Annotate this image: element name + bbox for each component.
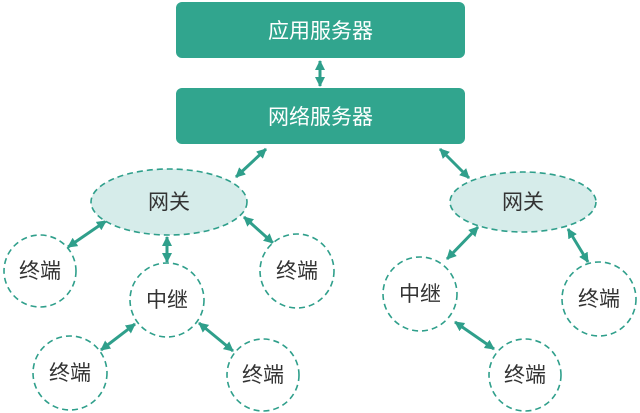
network-server-box [176,88,465,144]
network-server-label: 网络服务器 [268,105,373,129]
terminal-shape [226,338,300,412]
arrow-gateway-right-relay-right [445,225,480,261]
arrow-relay-left-terminal-3 [100,322,136,352]
relay-right-label: 中继 [399,282,441,306]
gateway-left-shape [90,168,248,236]
gateway-right-shape [449,171,597,233]
app-server-node: 应用服务器 [176,2,465,58]
arrow-relay-right-terminal-6 [454,320,495,351]
network-server-node: 网络服务器 [176,88,465,144]
relay-left-node: 中继 [129,262,205,338]
terminal-node-6: 终端 [488,338,562,412]
terminal-label: 终端 [276,259,318,283]
terminal-label: 终端 [504,363,546,387]
relay-right-shape [382,256,458,332]
gateway-right-label: 网关 [502,190,544,214]
terminal-label: 终端 [242,363,284,387]
terminal-node-3: 终端 [32,335,108,411]
terminal-node-1: 终端 [3,234,77,308]
terminal-shape [32,335,108,411]
arrow-network-gateway-left [234,147,268,179]
app-server-label: 应用服务器 [268,19,373,43]
relay-left-label: 中继 [146,288,188,312]
arrow-gateway-right-terminal-5 [566,228,590,263]
terminal-shape [259,233,335,309]
terminal-node-5: 终端 [561,261,637,337]
terminal-shape [561,261,637,337]
arrow-gateway-left-terminal-2 [242,215,275,245]
terminal-node-4: 终端 [226,338,300,412]
relay-left-shape [129,262,205,338]
terminal-node-2: 终端 [259,233,335,309]
relay-right-node: 中继 [382,256,458,332]
gateway-right-node: 网关 [449,171,597,233]
app-server-box [176,2,465,58]
terminal-label: 终端 [19,259,61,283]
terminal-shape [3,234,77,308]
arrow-gateway-left-terminal-1 [67,219,107,249]
arrow-network-gateway-right [438,147,471,180]
terminal-label: 终端 [578,287,620,311]
gateway-left-label: 网关 [148,190,190,214]
connections [67,60,590,353]
gateway-left-node: 网关 [90,168,248,236]
terminal-shape [488,338,562,412]
arrow-relay-left-terminal-4 [198,321,234,353]
terminal-label: 终端 [49,361,91,385]
